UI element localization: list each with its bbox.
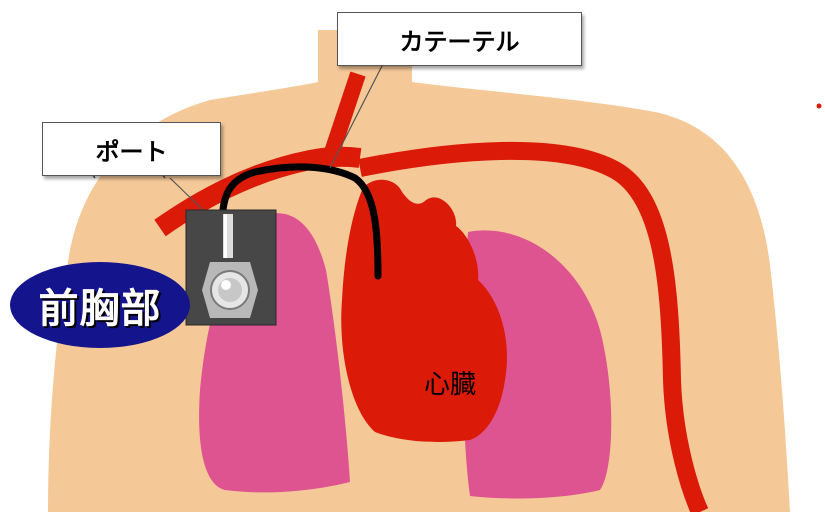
chest-region-label: 前胸部: [39, 276, 162, 334]
heart-label: 心臓: [405, 362, 495, 402]
catheter-callout: カテーテル: [337, 12, 582, 66]
port-device-photo: [186, 210, 276, 325]
port-callout: ポート: [42, 122, 221, 176]
stray-dot: [817, 104, 822, 109]
chest-region-badge: 前胸部: [10, 262, 190, 348]
